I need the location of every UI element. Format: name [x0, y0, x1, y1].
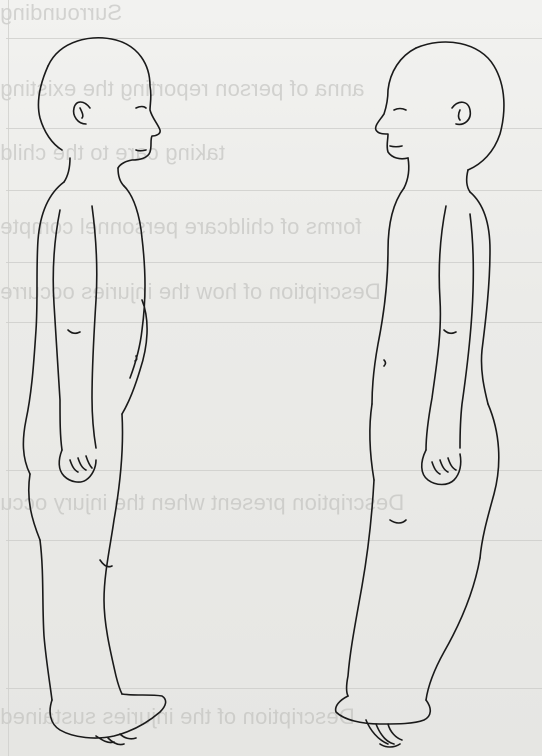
left-child-figure: [23, 38, 165, 745]
right-child-figure: [336, 42, 504, 747]
